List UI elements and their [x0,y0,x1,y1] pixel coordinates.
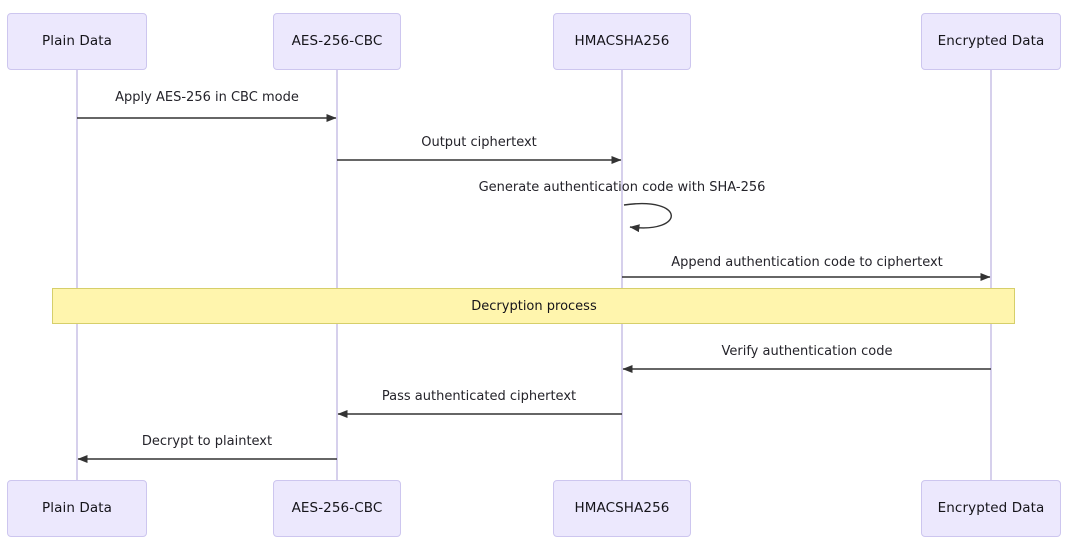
message-arrows-group [77,114,991,463]
message-label-m3: Generate authentication code with SHA-25… [478,180,766,195]
actor-box-top-hmac[interactable]: HMACSHA256 [553,13,691,70]
actor-label-plain: Plain Data [42,499,112,516]
actor-label-aes: AES-256-CBC [291,499,383,516]
actor-box-top-encrypted[interactable]: Encrypted Data [921,13,1061,70]
actor-box-bottom-hmac[interactable]: HMACSHA256 [553,480,691,537]
message-arrow-m3 [623,203,672,233]
note-label: Decryption process [471,298,597,314]
message-label-m2: Output ciphertext [421,135,537,150]
actor-label-encrypted: Encrypted Data [937,32,1045,49]
message-label-m1: Apply AES-256 in CBC mode [115,90,299,105]
actor-box-bottom-aes[interactable]: AES-256-CBC [273,480,401,537]
actor-label-encrypted: Encrypted Data [937,499,1045,516]
message-label-m4: Append authentication code to ciphertext [671,255,943,270]
note-n1: Decryption process [52,288,1015,324]
actor-box-bottom-plain[interactable]: Plain Data [7,480,147,537]
actor-label-aes: AES-256-CBC [291,32,383,49]
actor-box-top-aes[interactable]: AES-256-CBC [273,13,401,70]
message-label-m7: Decrypt to plaintext [141,434,273,449]
lifelines-group [76,70,992,480]
actor-label-plain: Plain Data [42,32,112,49]
actor-label-hmac: HMACSHA256 [574,499,670,516]
actor-box-bottom-encrypted[interactable]: Encrypted Data [921,480,1061,537]
actor-label-hmac: HMACSHA256 [574,32,670,49]
message-label-m6: Pass authenticated ciphertext [381,389,577,404]
actor-box-top-plain[interactable]: Plain Data [7,13,147,70]
message-label-m5: Verify authentication code [721,344,893,359]
